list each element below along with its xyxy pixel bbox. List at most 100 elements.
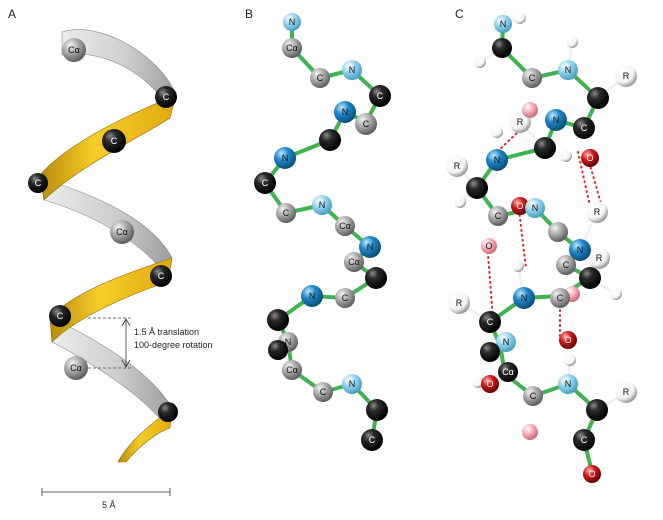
atom-alpha-carbon: Cα: [344, 252, 364, 272]
panel-c-ball-and-stick: R R R R R R R O O O O O O N C N C N N C …: [446, 12, 637, 483]
svg-text:N: N: [521, 293, 528, 303]
width-label: 5 Å: [102, 500, 116, 510]
atom-carbon: C: [573, 429, 595, 451]
atom-nitrogen: N: [301, 285, 323, 307]
atom-carbon: C: [369, 85, 391, 107]
svg-text:O: O: [586, 153, 593, 163]
atom-r-group: R: [586, 201, 608, 223]
atom-carbon: [365, 267, 387, 289]
svg-text:R: R: [517, 117, 524, 127]
svg-text:C: C: [487, 317, 494, 327]
panel-label-c: C: [455, 7, 464, 21]
atom-nitrogen: N: [334, 101, 356, 123]
atom-carbon: [466, 177, 488, 199]
svg-text:C: C: [529, 73, 536, 83]
svg-text:N: N: [577, 245, 584, 255]
svg-text:Cα: Cα: [348, 257, 360, 267]
svg-text:C: C: [320, 387, 327, 397]
atom-carbon: C: [254, 172, 276, 194]
atom-hydrogen: [560, 150, 572, 162]
svg-text:N: N: [285, 337, 292, 347]
svg-text:C: C: [363, 119, 370, 129]
svg-text:C: C: [111, 136, 118, 146]
svg-text:O: O: [485, 241, 492, 251]
atom-alpha-carbon: Cα: [64, 356, 88, 380]
atom-carbon: C: [573, 117, 595, 139]
svg-text:N: N: [367, 242, 374, 252]
svg-text:C: C: [283, 208, 290, 218]
svg-text:N: N: [349, 379, 356, 389]
atom-alpha-carbon: Cα: [335, 216, 355, 236]
atom-carbon: [587, 87, 609, 109]
svg-text:O: O: [486, 379, 493, 389]
svg-text:R: R: [596, 253, 603, 263]
atom-hydrogen: [454, 196, 466, 208]
atom-nitrogen: N: [545, 109, 567, 131]
translation-label: 1.5 Å translation: [134, 327, 199, 337]
atom-nitrogen: N: [513, 287, 535, 309]
atom-carbon: [586, 399, 608, 421]
atom-nitrogen: N: [312, 195, 332, 215]
atom-carbon: C: [355, 113, 377, 135]
ribbon-back-strand: [39, 177, 173, 279]
atom-alpha-carbon: Cα: [62, 38, 86, 62]
atom-carbon: [319, 129, 341, 151]
rotation-label: 100-degree rotation: [134, 340, 213, 350]
svg-text:N: N: [500, 19, 507, 29]
svg-text:O: O: [516, 201, 523, 211]
svg-text:C: C: [581, 123, 588, 133]
svg-text:R: R: [623, 71, 630, 81]
atom-carbon: [268, 340, 288, 360]
atom-oxygen: O: [481, 375, 499, 393]
svg-text:O: O: [564, 335, 571, 345]
svg-text:N: N: [494, 155, 501, 165]
atom-nitrogen: N: [525, 198, 545, 218]
svg-text:C: C: [317, 73, 324, 83]
atom-carbon: [480, 342, 500, 362]
atom-carbon: C: [522, 68, 542, 88]
atom-hydrogen: [474, 56, 486, 68]
atom-nitrogen: N: [486, 149, 508, 171]
svg-text:Cα: Cα: [68, 45, 80, 55]
atom-nitrogen: N: [494, 15, 512, 33]
atom-carbon: C: [310, 68, 330, 88]
atom-carbon: C: [523, 386, 543, 406]
atom-carbon: [548, 222, 568, 242]
svg-text:C: C: [563, 260, 570, 270]
atom-carbon: C: [488, 206, 508, 226]
atom-nitrogen: N: [496, 332, 516, 352]
svg-text:R: R: [454, 161, 461, 171]
svg-text:C: C: [158, 271, 165, 281]
atom-carbon: C: [28, 173, 48, 193]
translation-arrowheads: [121, 318, 131, 368]
atom-hydrogen: [566, 36, 578, 48]
atom-oxygen: O: [511, 197, 529, 215]
atom-alpha-carbon: Cα: [498, 362, 518, 382]
svg-text:C: C: [530, 391, 537, 401]
svg-text:C: C: [557, 293, 564, 303]
svg-text:Cα: Cα: [339, 221, 351, 231]
svg-text:C: C: [342, 293, 349, 303]
svg-text:N: N: [289, 17, 296, 27]
ribbon-front-strand: [117, 407, 173, 463]
atom-carbon: C: [102, 129, 126, 153]
atom-carbon: C: [155, 86, 177, 108]
svg-text:N: N: [553, 115, 560, 125]
hydrogen-bonds: [486, 129, 605, 341]
atom-carbon: C: [479, 311, 501, 333]
atom-alpha-carbon: Cα: [282, 38, 302, 58]
atom-r-group: R: [615, 65, 637, 87]
atom-carbon: [158, 402, 178, 422]
svg-text:R: R: [456, 298, 463, 308]
atom-carbon: C: [335, 288, 355, 308]
atom-carbon: C: [150, 265, 172, 287]
atom-hydrogen: [512, 260, 524, 272]
svg-text:N: N: [342, 107, 349, 117]
svg-text:C: C: [495, 211, 502, 221]
panel-label-a: A: [8, 7, 16, 21]
atom-carbon: [492, 38, 512, 58]
atom-r-group: R: [588, 247, 610, 269]
svg-text:Cα: Cα: [116, 227, 128, 237]
ribbon-front-strand: [49, 257, 173, 343]
